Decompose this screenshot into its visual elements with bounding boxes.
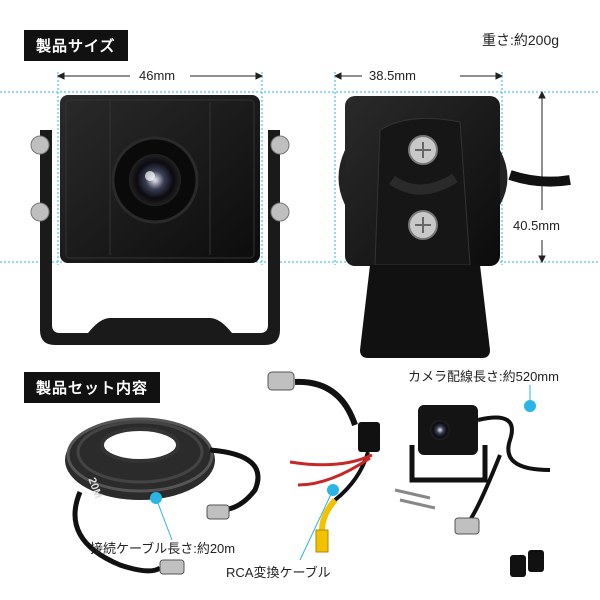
- set-section-title: 製品セット内容: [24, 372, 161, 403]
- weight-label: 重さ:約200g: [482, 32, 560, 48]
- extension-cable-callout-dot: [150, 492, 162, 504]
- depth-dimension-label: 38.5mm: [366, 68, 419, 83]
- camera-cable-callout-dot: [524, 400, 536, 412]
- width-dimension-label: 46mm: [136, 68, 179, 83]
- extension-cable-length-label: 接続ケーブル長さ:約20m: [90, 541, 236, 556]
- size-section-title: 製品サイズ: [24, 30, 128, 61]
- camera-cable-length-label: カメラ配線長さ:約520mm: [408, 369, 559, 384]
- front-dimension-lines: [0, 72, 600, 265]
- rca-cable-callout-dot: [327, 484, 339, 496]
- rca-cable-label: RCA変換ケーブル: [226, 565, 331, 580]
- height-dimension-label: 40.5mm: [510, 218, 563, 233]
